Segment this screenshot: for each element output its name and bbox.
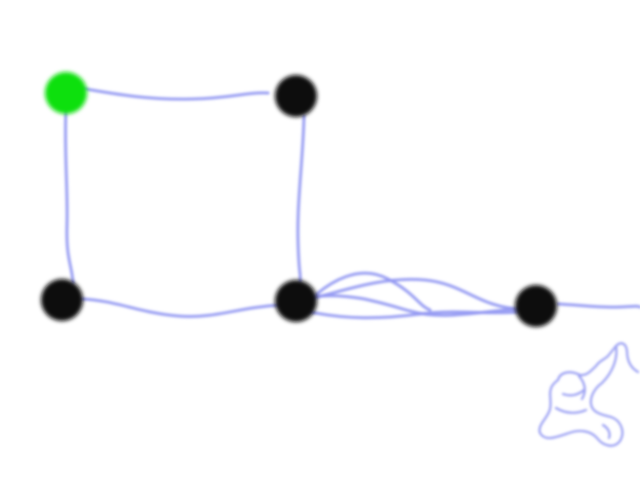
edge-bottom-middle-to-bottom-right-strand-upper xyxy=(305,271,432,312)
node-top-left[interactable] xyxy=(45,72,87,114)
node-top-right[interactable] xyxy=(275,75,317,117)
nodes-layer xyxy=(41,72,557,327)
edge-bottom-left-to-bottom-middle[interactable] xyxy=(79,297,284,318)
edge-top-left-to-top-right[interactable] xyxy=(78,86,270,101)
edge-top-left-to-bottom-left[interactable] xyxy=(63,106,75,285)
node-bottom-right[interactable] xyxy=(515,285,557,327)
edge-bottom-middle-to-bottom-right-strand-middle xyxy=(305,277,522,311)
edge-bottom-middle-to-bottom-right[interactable] xyxy=(304,271,522,320)
edge-bottom-right-to-off-canvas[interactable] xyxy=(556,302,640,309)
freehand-doodle xyxy=(538,342,640,447)
node-bottom-left[interactable] xyxy=(41,279,83,321)
edge-bottom-middle-to-bottom-right-strand-cross xyxy=(317,294,517,317)
edge-top-right-to-bottom-middle[interactable] xyxy=(296,114,306,284)
edges-layer xyxy=(63,86,640,447)
node-bottom-middle[interactable] xyxy=(275,280,317,322)
